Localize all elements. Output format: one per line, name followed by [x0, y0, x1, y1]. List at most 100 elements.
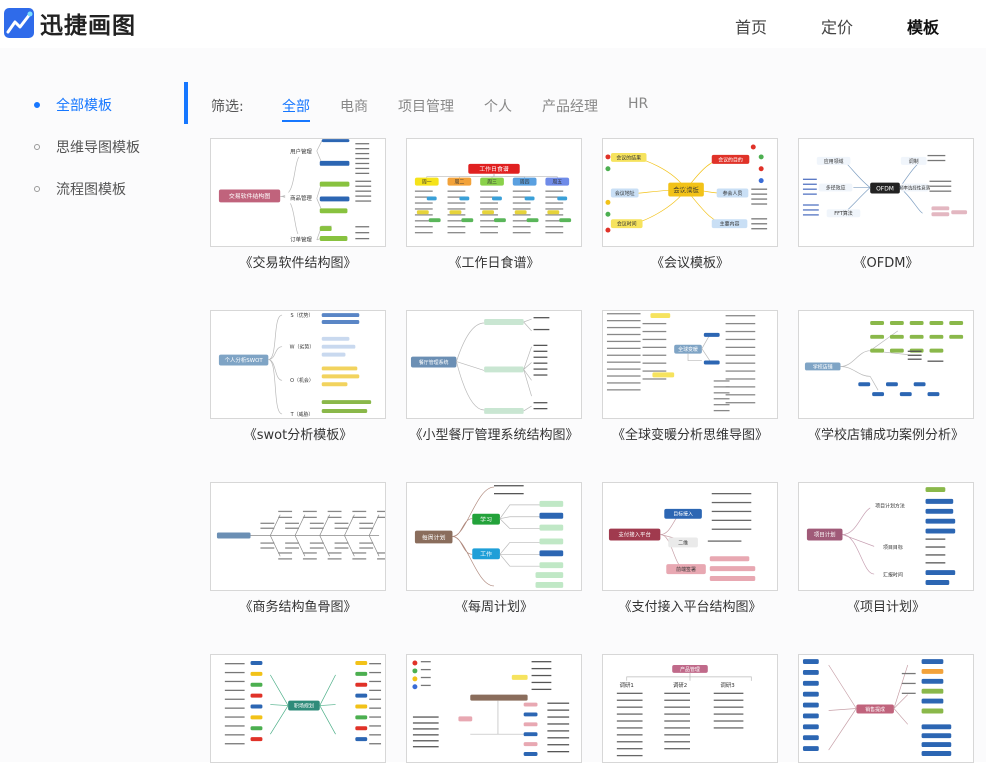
node-box: [321, 382, 348, 387]
template-preview: 销售提成: [802, 659, 952, 756]
center-node: 全球变暖: [674, 344, 702, 354]
branch-node: 二维: [668, 537, 698, 548]
nav-templates[interactable]: 模板: [907, 18, 940, 37]
svg-text:O（机会）: O（机会）: [290, 377, 314, 384]
template-title: 《会议模板》: [650, 256, 729, 271]
bullet-icon: [750, 144, 756, 150]
template-card[interactable]: [406, 654, 582, 763]
node-box: [461, 218, 474, 223]
template-card[interactable]: 支付接入平台目标接入二维前端签署《支付接入平台结构图》: [602, 482, 778, 615]
center-node: 产品管理: [672, 665, 708, 673]
bullet-icon: [412, 684, 418, 690]
node-box: [539, 562, 564, 569]
template-thumbnail: 职场规划: [210, 654, 386, 763]
template-card[interactable]: 交易软件结构图用户管理商品管理订单管理《交易软件结构图》: [210, 138, 386, 271]
template-preview: [216, 510, 385, 560]
svg-text:周二: 周二: [454, 180, 464, 186]
node-box: [535, 581, 564, 588]
node-box: [484, 408, 524, 414]
node-box: [921, 698, 944, 704]
tab-ecommerce[interactable]: 电商: [340, 99, 368, 115]
main-area: 全部模板 思维导图模板 流程图模板 筛选: 全部 电商 项目管理 个人 产品经理…: [0, 48, 986, 763]
node-box: [929, 334, 944, 339]
tab-product-manager[interactable]: 产品经理: [542, 99, 598, 115]
template-card[interactable]: 项目计划项目计划方法项目目标汇报时间《项目计划》: [798, 482, 974, 615]
template-thumbnail: 会议模板会议的结果会议的目的参会人员主要内容会议地址会议时间: [602, 138, 778, 247]
nav-pricing[interactable]: 定价: [821, 18, 854, 37]
template-card[interactable]: 餐厅管理系统《小型餐厅管理系统结构图》: [406, 310, 582, 443]
svg-text:项目目标: 项目目标: [883, 544, 903, 551]
template-card[interactable]: 会议模板会议的结果会议的目的参会人员主要内容会议地址会议时间《会议模板》: [602, 138, 778, 271]
template-preview: 职场规划: [224, 661, 382, 745]
node-box: [250, 715, 263, 720]
svg-text:前端签署: 前端签署: [676, 566, 696, 573]
template-card[interactable]: 学校店铺《学校店铺成功案例分析》: [798, 310, 974, 443]
svg-text:个人分析SWOT: 个人分析SWOT: [225, 356, 264, 364]
tab-personal[interactable]: 个人: [484, 99, 512, 115]
template-title: 《小型餐厅管理系统结构图》: [409, 428, 579, 443]
template-title: 《支付接入平台结构图》: [618, 600, 762, 615]
svg-text:会议时间: 会议时间: [617, 221, 637, 228]
branch-node: 调研3: [709, 680, 746, 689]
template-card[interactable]: 销售提成: [798, 654, 974, 763]
node-box: [321, 313, 360, 318]
branch-node: 会议的目的: [711, 154, 750, 164]
svg-text:职场规划: 职场规划: [294, 702, 314, 709]
active-dot-icon: [34, 102, 40, 108]
sidebar-item-all[interactable]: 全部模板: [34, 95, 112, 115]
tab-all[interactable]: 全部: [282, 96, 310, 122]
tab-project[interactable]: 项目管理: [398, 99, 454, 115]
node-box: [250, 693, 263, 698]
template-card[interactable]: 《商务结构鱼骨图》: [210, 482, 386, 615]
node-box: [319, 226, 332, 232]
logo[interactable]: 迅捷画图: [4, 6, 136, 40]
swot-node: S（优势）: [282, 311, 322, 320]
template-card[interactable]: 全球变暖《全球变暖分析思维导图》: [602, 310, 778, 443]
node-box: [321, 374, 360, 379]
day-node: 周二: [447, 177, 472, 186]
sidebar-item-mindmap[interactable]: 思维导图模板: [34, 137, 140, 157]
node-box: [321, 320, 360, 324]
node-box: [931, 212, 950, 217]
svg-text:工作日食谱: 工作日食谱: [479, 165, 509, 173]
node-box: [889, 321, 904, 325]
svg-text:频率选择性衰落: 频率选择性衰落: [899, 184, 931, 191]
template-card[interactable]: 职场规划: [210, 654, 386, 763]
nav-home[interactable]: 首页: [735, 18, 768, 37]
branch-node: 目标接入: [664, 508, 702, 519]
template-card[interactable]: 每周计划学习工作《每周计划》: [406, 482, 582, 615]
node-box: [802, 659, 819, 665]
day-node: 周四: [512, 177, 537, 186]
node-box: [355, 661, 368, 665]
bullet-icon: [605, 199, 611, 205]
branch-node: 学习: [472, 513, 500, 525]
svg-text:调研3: 调研3: [720, 681, 735, 689]
center-node: 销售提成: [856, 704, 894, 714]
node-box: [650, 313, 671, 319]
template-preview: [412, 660, 570, 756]
template-title: 《学校店铺成功案例分析》: [807, 428, 964, 443]
node-box: [886, 382, 898, 387]
svg-text:会议的结果: 会议的结果: [616, 154, 641, 161]
node-box: [319, 160, 350, 166]
sidebar-item-flowchart[interactable]: 流程图模板: [34, 179, 126, 199]
node-box: [539, 500, 564, 507]
bullet-icon: [605, 154, 611, 160]
sidebar-item-label: 全部模板: [56, 98, 112, 114]
node-box: [319, 208, 348, 214]
template-card[interactable]: 工作日食谱周一周二周三周四周五《工作日食谱》: [406, 138, 582, 271]
svg-text:多径效应: 多径效应: [826, 184, 846, 191]
svg-text:汇报时间: 汇报时间: [883, 571, 903, 578]
tab-hr[interactable]: HR: [628, 96, 649, 112]
template-title: 《工作日食谱》: [448, 256, 540, 271]
branch-node: 频率选择性衰落: [899, 183, 931, 192]
node-box: [913, 382, 926, 387]
template-thumbnail: [210, 482, 386, 591]
active-indicator: [184, 82, 188, 124]
